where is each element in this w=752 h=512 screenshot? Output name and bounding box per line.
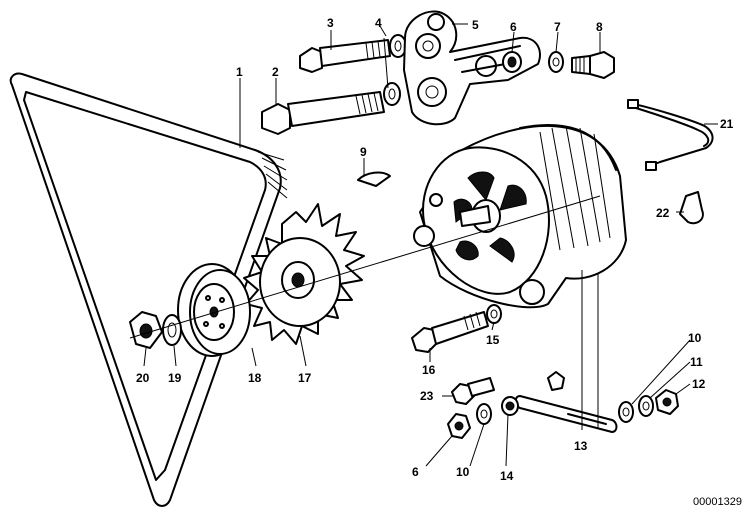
strap-fasteners — [618, 389, 679, 423]
callout-9: 9 — [360, 145, 367, 159]
callout-3: 3 — [327, 16, 334, 30]
callout-17: 17 — [298, 371, 312, 385]
callout-13: 13 — [574, 439, 588, 453]
lower-washer — [486, 304, 502, 324]
callout-19: 19 — [168, 371, 182, 385]
leader-lines — [143, 23, 718, 467]
mounting-bracket — [403, 10, 541, 126]
callout-18: 18 — [248, 371, 262, 385]
callout-20: 20 — [136, 371, 150, 385]
callout-labels: 1 2 3 4 5 6 7 8 9 10 11 12 13 14 15 16 1… — [136, 16, 734, 483]
callout-23: 23 — [420, 389, 434, 403]
adjusting-screw — [451, 377, 495, 405]
callout-16: 16 — [422, 363, 436, 377]
ground-cable — [627, 99, 714, 171]
long-bolt — [261, 91, 385, 135]
callout-22: 22 — [656, 206, 670, 220]
callout-21: 21 — [720, 117, 734, 131]
pulley-washer — [162, 314, 182, 346]
callout-11: 11 — [690, 355, 703, 369]
tension-strap — [514, 371, 618, 433]
callout-12: 12 — [692, 377, 706, 391]
callout-10-lower: 10 — [456, 465, 470, 479]
callout-2: 2 — [272, 65, 279, 79]
callout-6-lower: 6 — [412, 465, 419, 479]
alternator — [413, 124, 627, 309]
reference-number: 00001329 — [693, 496, 742, 508]
drive-pulley — [177, 263, 251, 357]
lower-bolt — [411, 311, 489, 353]
callout-8: 8 — [596, 20, 603, 34]
callout-15: 15 — [486, 333, 500, 347]
callout-10: 10 — [688, 331, 702, 345]
washers — [383, 34, 407, 106]
cooling-fan — [243, 203, 365, 345]
upper-bolt — [299, 39, 391, 73]
callout-14: 14 — [500, 469, 514, 483]
cable-clip — [679, 191, 704, 225]
callout-4: 4 — [375, 16, 382, 30]
woodruff-key — [357, 171, 391, 187]
callout-6: 6 — [510, 20, 517, 34]
callout-7: 7 — [554, 20, 561, 34]
callout-1: 1 — [236, 65, 243, 79]
callout-5: 5 — [472, 18, 479, 32]
v-belt — [9, 72, 288, 507]
